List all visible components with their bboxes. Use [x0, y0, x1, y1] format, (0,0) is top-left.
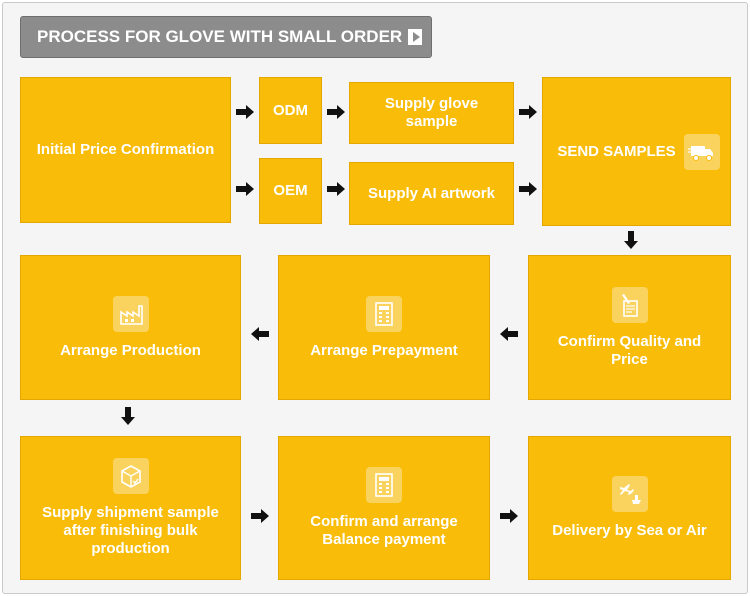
step-label: SEND SAMPLES: [557, 142, 676, 160]
arrow-down-icon: [624, 231, 638, 249]
calculator-icon: [366, 295, 402, 332]
play-arrow-icon: [408, 29, 423, 45]
step-label: Supply glove sample: [384, 95, 479, 130]
arrow-right-icon: [519, 182, 537, 196]
step-confirm-and-arrange-balance-payment: Confirm and arrange Balance payment: [278, 436, 490, 580]
step-oem: OEM: [259, 158, 322, 224]
step-label: Confirm Quality and Price: [557, 332, 702, 368]
step-supply-ai-artwork: Supply AI artwork: [349, 162, 514, 225]
calculator-icon: [366, 467, 402, 503]
arrow-left-icon: [251, 327, 269, 341]
step-label: ODM: [273, 101, 308, 119]
delivery-truck-icon: [683, 133, 720, 170]
step-label: Supply shipment sample after finishing b…: [42, 504, 219, 557]
step-arrange-production: Arrange Production: [20, 255, 241, 400]
arrow-right-icon: [519, 105, 537, 119]
step-supply-shipment-sample: Supply shipment sample after finishing b…: [20, 436, 241, 580]
factory-icon: [112, 295, 149, 332]
page-title: PROCESS FOR GLOVE WITH SMALL ORDER: [20, 16, 432, 58]
step-initial-price-confirmation: Initial Price Confirmation: [20, 77, 231, 223]
step-label: Initial Price Confirmation: [36, 141, 215, 158]
step-arrange-prepayment: Arrange Prepayment: [278, 255, 490, 400]
step-odm: ODM: [259, 77, 322, 144]
arrow-right-icon: [500, 509, 518, 523]
step-send-samples: SEND SAMPLES: [542, 77, 731, 226]
arrow-right-icon: [327, 105, 345, 119]
pen-document-icon: [611, 286, 648, 323]
arrow-right-icon: [251, 509, 269, 523]
step-supply-glove-sample: Supply glove sample: [349, 82, 514, 144]
arrow-down-icon: [121, 407, 135, 425]
arrow-right-icon: [236, 105, 254, 119]
arrow-left-icon: [500, 327, 518, 341]
step-label: OEM: [273, 182, 308, 199]
arrow-right-icon: [327, 182, 345, 196]
arrow-right-icon: [236, 182, 254, 196]
step-label: Confirm and arrange Balance payment: [310, 513, 458, 548]
step-confirm-quality-and-price: Confirm Quality and Price: [528, 255, 731, 400]
step-label: Supply AI artwork: [368, 184, 495, 202]
step-label: Delivery by Sea or Air: [552, 522, 707, 539]
step-label: Arrange Prepayment: [310, 341, 458, 359]
step-label: Arrange Production: [60, 341, 201, 359]
package-box-icon: [112, 458, 149, 494]
plane-ship-icon: [611, 476, 648, 512]
step-delivery-by-sea-or-air: Delivery by Sea or Air: [528, 436, 731, 580]
title-text: PROCESS FOR GLOVE WITH SMALL ORDER: [37, 27, 403, 46]
